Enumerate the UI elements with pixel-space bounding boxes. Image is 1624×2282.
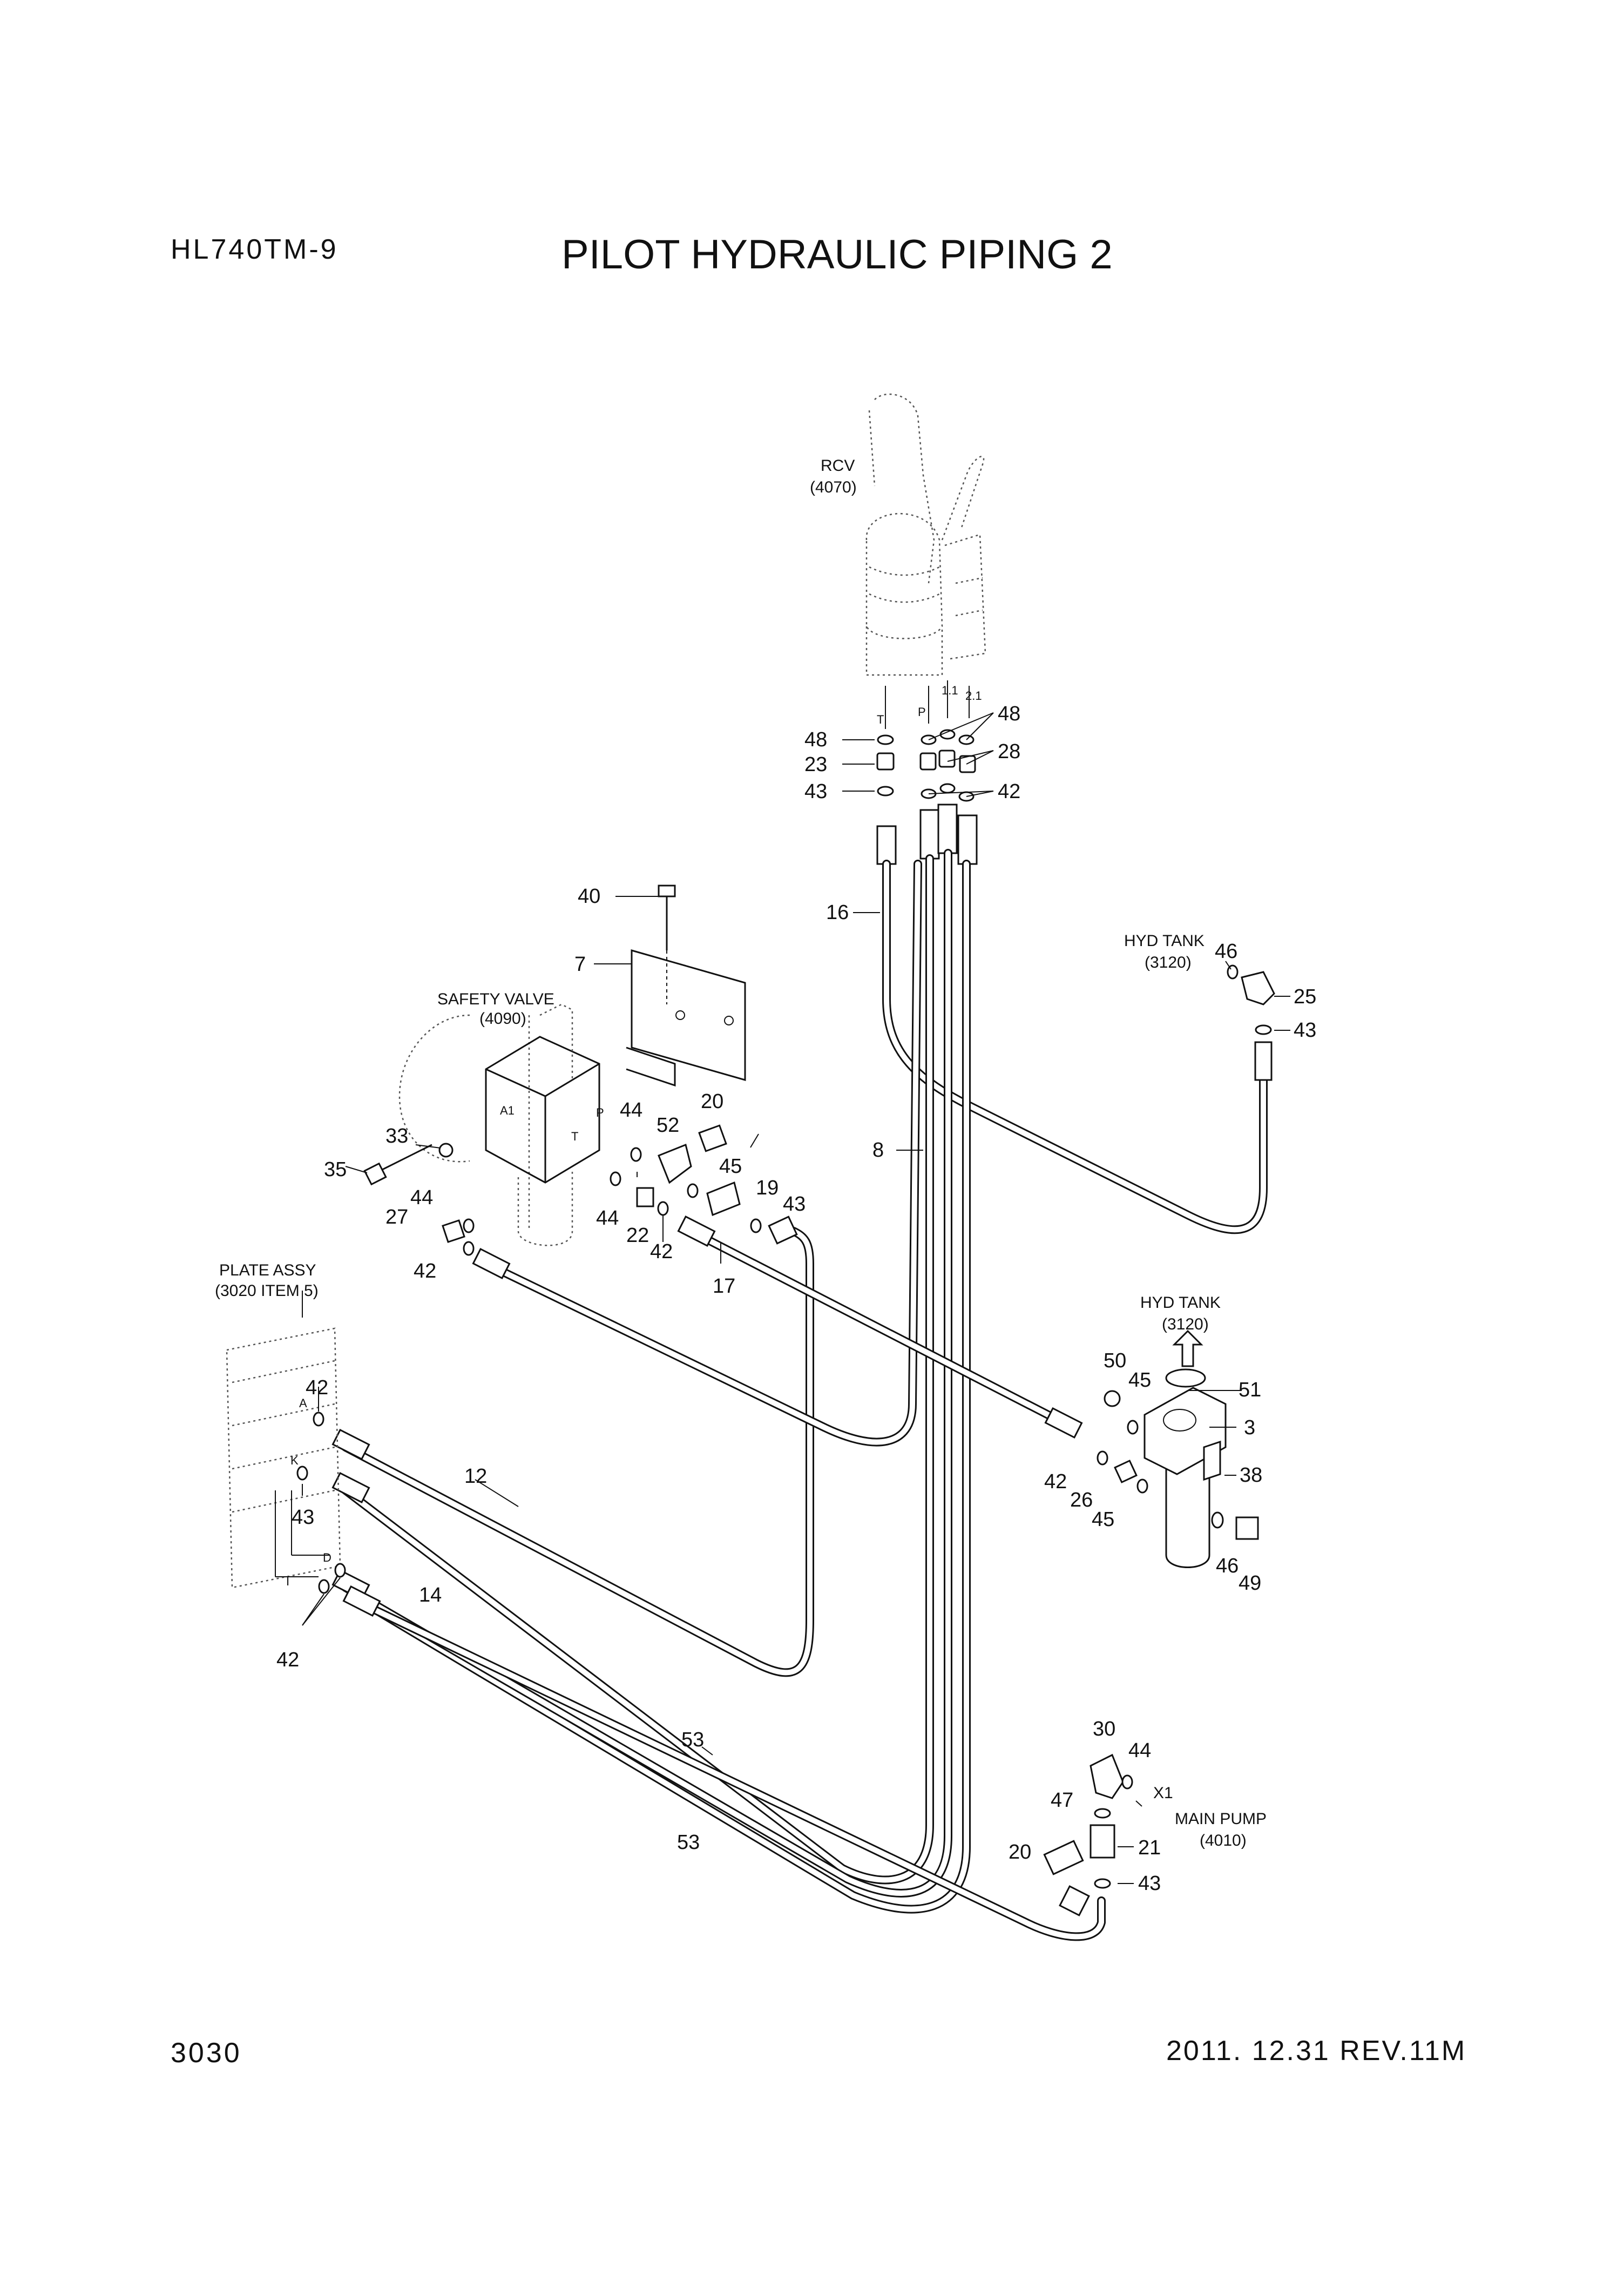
callout-number: 44 (1128, 1739, 1151, 1762)
main-pump-ref: (4010) (1200, 1832, 1247, 1849)
callout-number: 44 (410, 1186, 433, 1209)
safety-valve-fittings (363, 1124, 798, 1256)
port-label: A (299, 1396, 307, 1410)
callout-number: 53 (681, 1729, 704, 1751)
callout-number: 23 (804, 753, 827, 776)
leader-lines (302, 712, 1290, 1884)
callout-numbers: 48 23 43 48 28 42 40 16 7 46 25 43 44 20… (276, 703, 1316, 1895)
callout-number: 25 (1294, 985, 1316, 1008)
safety-valve-name: SAFETY VALVE (437, 990, 554, 1008)
callout-number: 28 (998, 740, 1020, 763)
rcv-name: RCV (821, 457, 855, 475)
callout-number: 19 (756, 1177, 779, 1199)
callout-number: 53 (677, 1831, 700, 1854)
callout-number: 49 (1239, 1572, 1261, 1595)
main-pump-name: MAIN PUMP (1175, 1810, 1267, 1828)
port-label: A1 (500, 1104, 515, 1117)
port-label: 2.1 (965, 689, 982, 703)
callout-number: 43 (804, 780, 827, 803)
callout-number: 45 (1128, 1369, 1151, 1392)
rcv-unit (865, 393, 986, 676)
page-title: PILOT HYDRAULIC PIPING 2 (561, 232, 1113, 278)
callout-number: 7 (574, 953, 586, 976)
port-label: 1.1 (942, 684, 958, 697)
hoses (341, 849, 1273, 1941)
rcv-ref: (4070) (810, 478, 857, 496)
callout-number: 46 (1216, 1555, 1239, 1577)
safety-valve (398, 885, 746, 1246)
model-number: HL740TM-9 (171, 234, 339, 265)
callout-number: 27 (385, 1206, 408, 1228)
plate-assy-name: PLATE ASSY (219, 1261, 316, 1279)
callout-number: 45 (1092, 1508, 1114, 1531)
component-labels: RCV (4070) SAFETY VALVE (4090) PLATE ASS… (215, 457, 1267, 1849)
callout-number: 35 (324, 1158, 347, 1181)
port-label: P (918, 705, 926, 719)
safety-valve-ref: (4090) (479, 1010, 526, 1028)
callout-number: 42 (1044, 1470, 1067, 1493)
port-label: P (596, 1106, 604, 1119)
callout-number: 3 (1244, 1416, 1255, 1439)
callout-number: 21 (1138, 1837, 1161, 1859)
callout-number: 20 (1009, 1841, 1031, 1864)
callout-number: 52 (657, 1114, 679, 1137)
callout-number: 46 (1215, 940, 1237, 963)
hyd-tank-2-name: HYD TANK (1140, 1294, 1221, 1312)
callout-number: 43 (1294, 1019, 1316, 1042)
port-label: K (290, 1454, 299, 1467)
callout-number: 45 (719, 1155, 742, 1178)
callout-number: 42 (998, 780, 1020, 803)
callout-number: 14 (419, 1584, 442, 1606)
callout-number: 26 (1070, 1489, 1093, 1511)
port-label: T (571, 1130, 578, 1143)
hyd-tank-1-name: HYD TANK (1124, 932, 1205, 950)
port-label: I (286, 1575, 289, 1588)
callout-number: 30 (1093, 1718, 1115, 1740)
callout-number: 42 (276, 1649, 299, 1671)
callout-number: 33 (385, 1125, 408, 1147)
port-label: X1 (1153, 1784, 1173, 1802)
rcv-fittings (876, 729, 978, 865)
callout-number: 42 (306, 1376, 328, 1399)
callout-number: 47 (1051, 1789, 1073, 1812)
main-pump-fittings (1043, 1753, 1133, 1889)
callout-number: 12 (464, 1465, 487, 1488)
hyd-tank-2-ref: (3120) (1162, 1315, 1209, 1333)
plate-assy (226, 1327, 346, 1594)
callout-number: 43 (783, 1193, 806, 1216)
port-labels: T P 1.1 2.1 A1 P T A K D I X1 (286, 684, 1173, 1802)
callout-number: 43 (292, 1506, 314, 1529)
callout-number: 44 (596, 1207, 619, 1230)
callout-number: 42 (414, 1260, 436, 1282)
page-number: 3030 (171, 2037, 242, 2069)
tank-return-filter (1097, 964, 1275, 1568)
callout-number: 38 (1240, 1464, 1262, 1487)
callout-number: 40 (578, 885, 600, 908)
callout-number: 16 (826, 901, 849, 924)
callout-number: 42 (650, 1240, 673, 1263)
revision-date: 2011. 12.31 REV.11M (1166, 2035, 1467, 2067)
callout-number: 22 (626, 1224, 649, 1247)
hyd-tank-1-ref: (3120) (1145, 954, 1192, 971)
callout-number: 43 (1138, 1872, 1161, 1895)
callout-number: 8 (872, 1139, 884, 1162)
callout-number: 48 (804, 728, 827, 751)
hose-end-fittings (331, 1215, 1090, 1916)
callout-number: 17 (713, 1275, 735, 1298)
callout-number: 51 (1239, 1379, 1261, 1401)
rcv-ports (885, 680, 970, 729)
port-label: T (877, 713, 884, 726)
port-label: D (323, 1551, 331, 1564)
callout-number: 20 (701, 1090, 723, 1113)
callout-number: 50 (1104, 1349, 1126, 1372)
plate-assy-ref: (3020 ITEM 5) (215, 1282, 319, 1300)
callout-number: 48 (998, 703, 1020, 725)
callout-number: 44 (620, 1099, 642, 1122)
